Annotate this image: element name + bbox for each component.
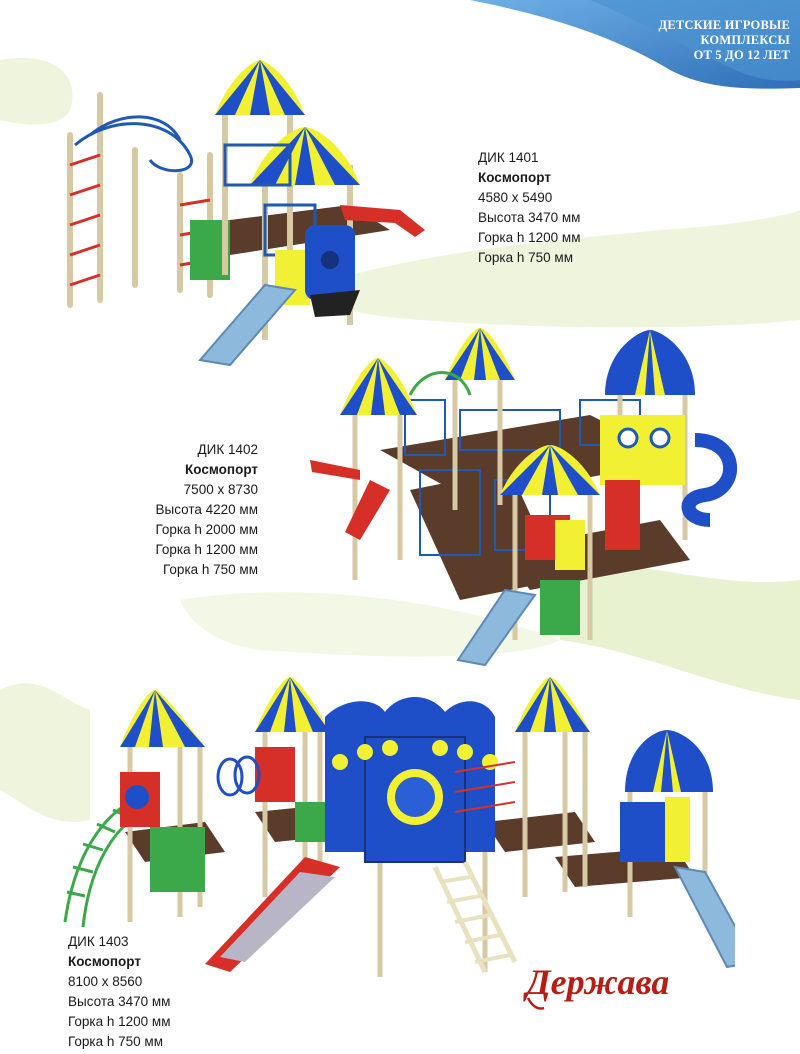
product-code: ДИК 1401 — [478, 150, 539, 165]
product-slide: Горка h 2000 мм — [155, 522, 259, 537]
product-spec-1403: ДИК 1403 Космопорт 8100 х 8560 Высота 34… — [68, 932, 171, 1052]
product-code: ДИК 1403 — [68, 934, 129, 949]
product-name: Космопорт — [478, 170, 551, 185]
product-slide: Горка h 750 мм — [68, 1034, 163, 1049]
product-size: 7500 х 8730 — [183, 482, 258, 497]
product-code: ДИК 1402 — [197, 442, 259, 457]
brand-logo-text: Держава — [523, 962, 668, 1002]
product-name: Космопорт — [185, 462, 258, 477]
product-height: Высота 3470 мм — [478, 210, 581, 225]
product-name: Космопорт — [68, 954, 141, 969]
playground-image-1402 — [310, 328, 737, 667]
product-slide: Горка h 1200 мм — [68, 1014, 171, 1029]
product-spec-1401: ДИК 1401 Космопорт 4580 х 5490 Высота 34… — [478, 148, 581, 268]
product-spec-1402: ДИК 1402 Космопорт 7500 х 8730 Высота 42… — [130, 440, 259, 580]
header-line-3: ОТ 5 ДО 12 ЛЕТ — [693, 48, 790, 62]
product-size: 8100 х 8560 — [68, 974, 143, 989]
catalog-header: ДЕТСКИЕ ИГРОВЫЕ КОМПЛЕКСЫ ОТ 5 ДО 12 ЛЕТ — [590, 18, 790, 63]
product-height: Высота 4220 мм — [155, 502, 258, 517]
playground-image-1403 — [63, 677, 735, 977]
header-line-2: КОМПЛЕКСЫ — [700, 33, 790, 47]
brand-logo: Держава — [523, 962, 668, 1010]
product-height: Высота 3470 мм — [68, 994, 171, 1009]
header-line-1: ДЕТСКИЕ ИГРОВЫЕ — [658, 18, 790, 32]
playground-image-1401 — [67, 60, 425, 367]
product-slide: Горка h 750 мм — [163, 562, 258, 577]
product-size: 4580 х 5490 — [478, 190, 553, 205]
product-slide: Горка h 1200 мм — [155, 542, 259, 557]
header-corner-shape — [470, 0, 800, 89]
product-slide: Горка h 1200 мм — [478, 230, 581, 245]
product-slide: Горка h 750 мм — [478, 250, 573, 265]
